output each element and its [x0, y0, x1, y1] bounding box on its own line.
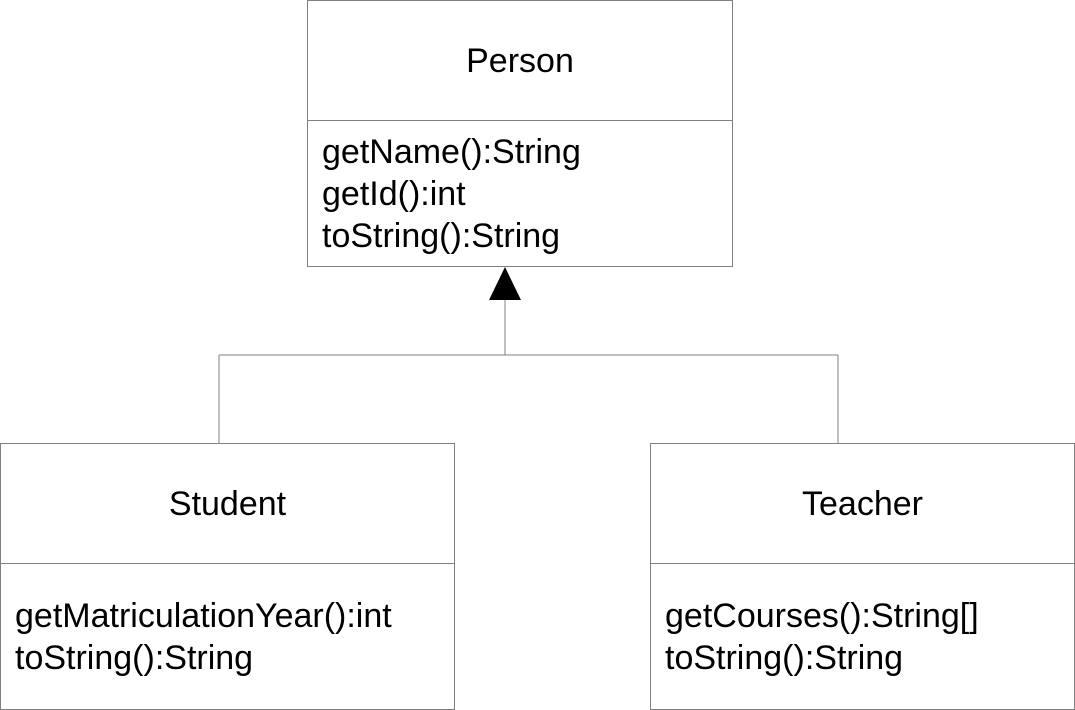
person-class-name: Person: [308, 1, 732, 121]
teacher-methods: getCourses():String[] toString():String: [651, 564, 1074, 679]
person-methods: getName():String getId():int toString():…: [308, 121, 732, 257]
student-method: getMatriculationYear():int: [15, 597, 392, 635]
person-method: getName():String: [322, 133, 581, 171]
student-class-box[interactable]: Student getMatriculationYear():int toStr…: [0, 443, 455, 710]
student-class-name: Student: [1, 444, 454, 564]
person-class-box[interactable]: Person getName():String getId():int toSt…: [307, 0, 733, 267]
person-method: toString():String: [322, 217, 561, 255]
teacher-method: toString():String: [665, 639, 904, 677]
student-methods: getMatriculationYear():int toString():St…: [1, 564, 454, 679]
teacher-class-name: Teacher: [651, 444, 1074, 564]
person-method: getId():int: [322, 175, 466, 213]
generalization-arrowhead: [489, 267, 521, 300]
teacher-method: getCourses():String[]: [665, 597, 979, 635]
student-method: toString():String: [15, 639, 254, 677]
teacher-class-box[interactable]: Teacher getCourses():String[] toString()…: [650, 443, 1075, 710]
